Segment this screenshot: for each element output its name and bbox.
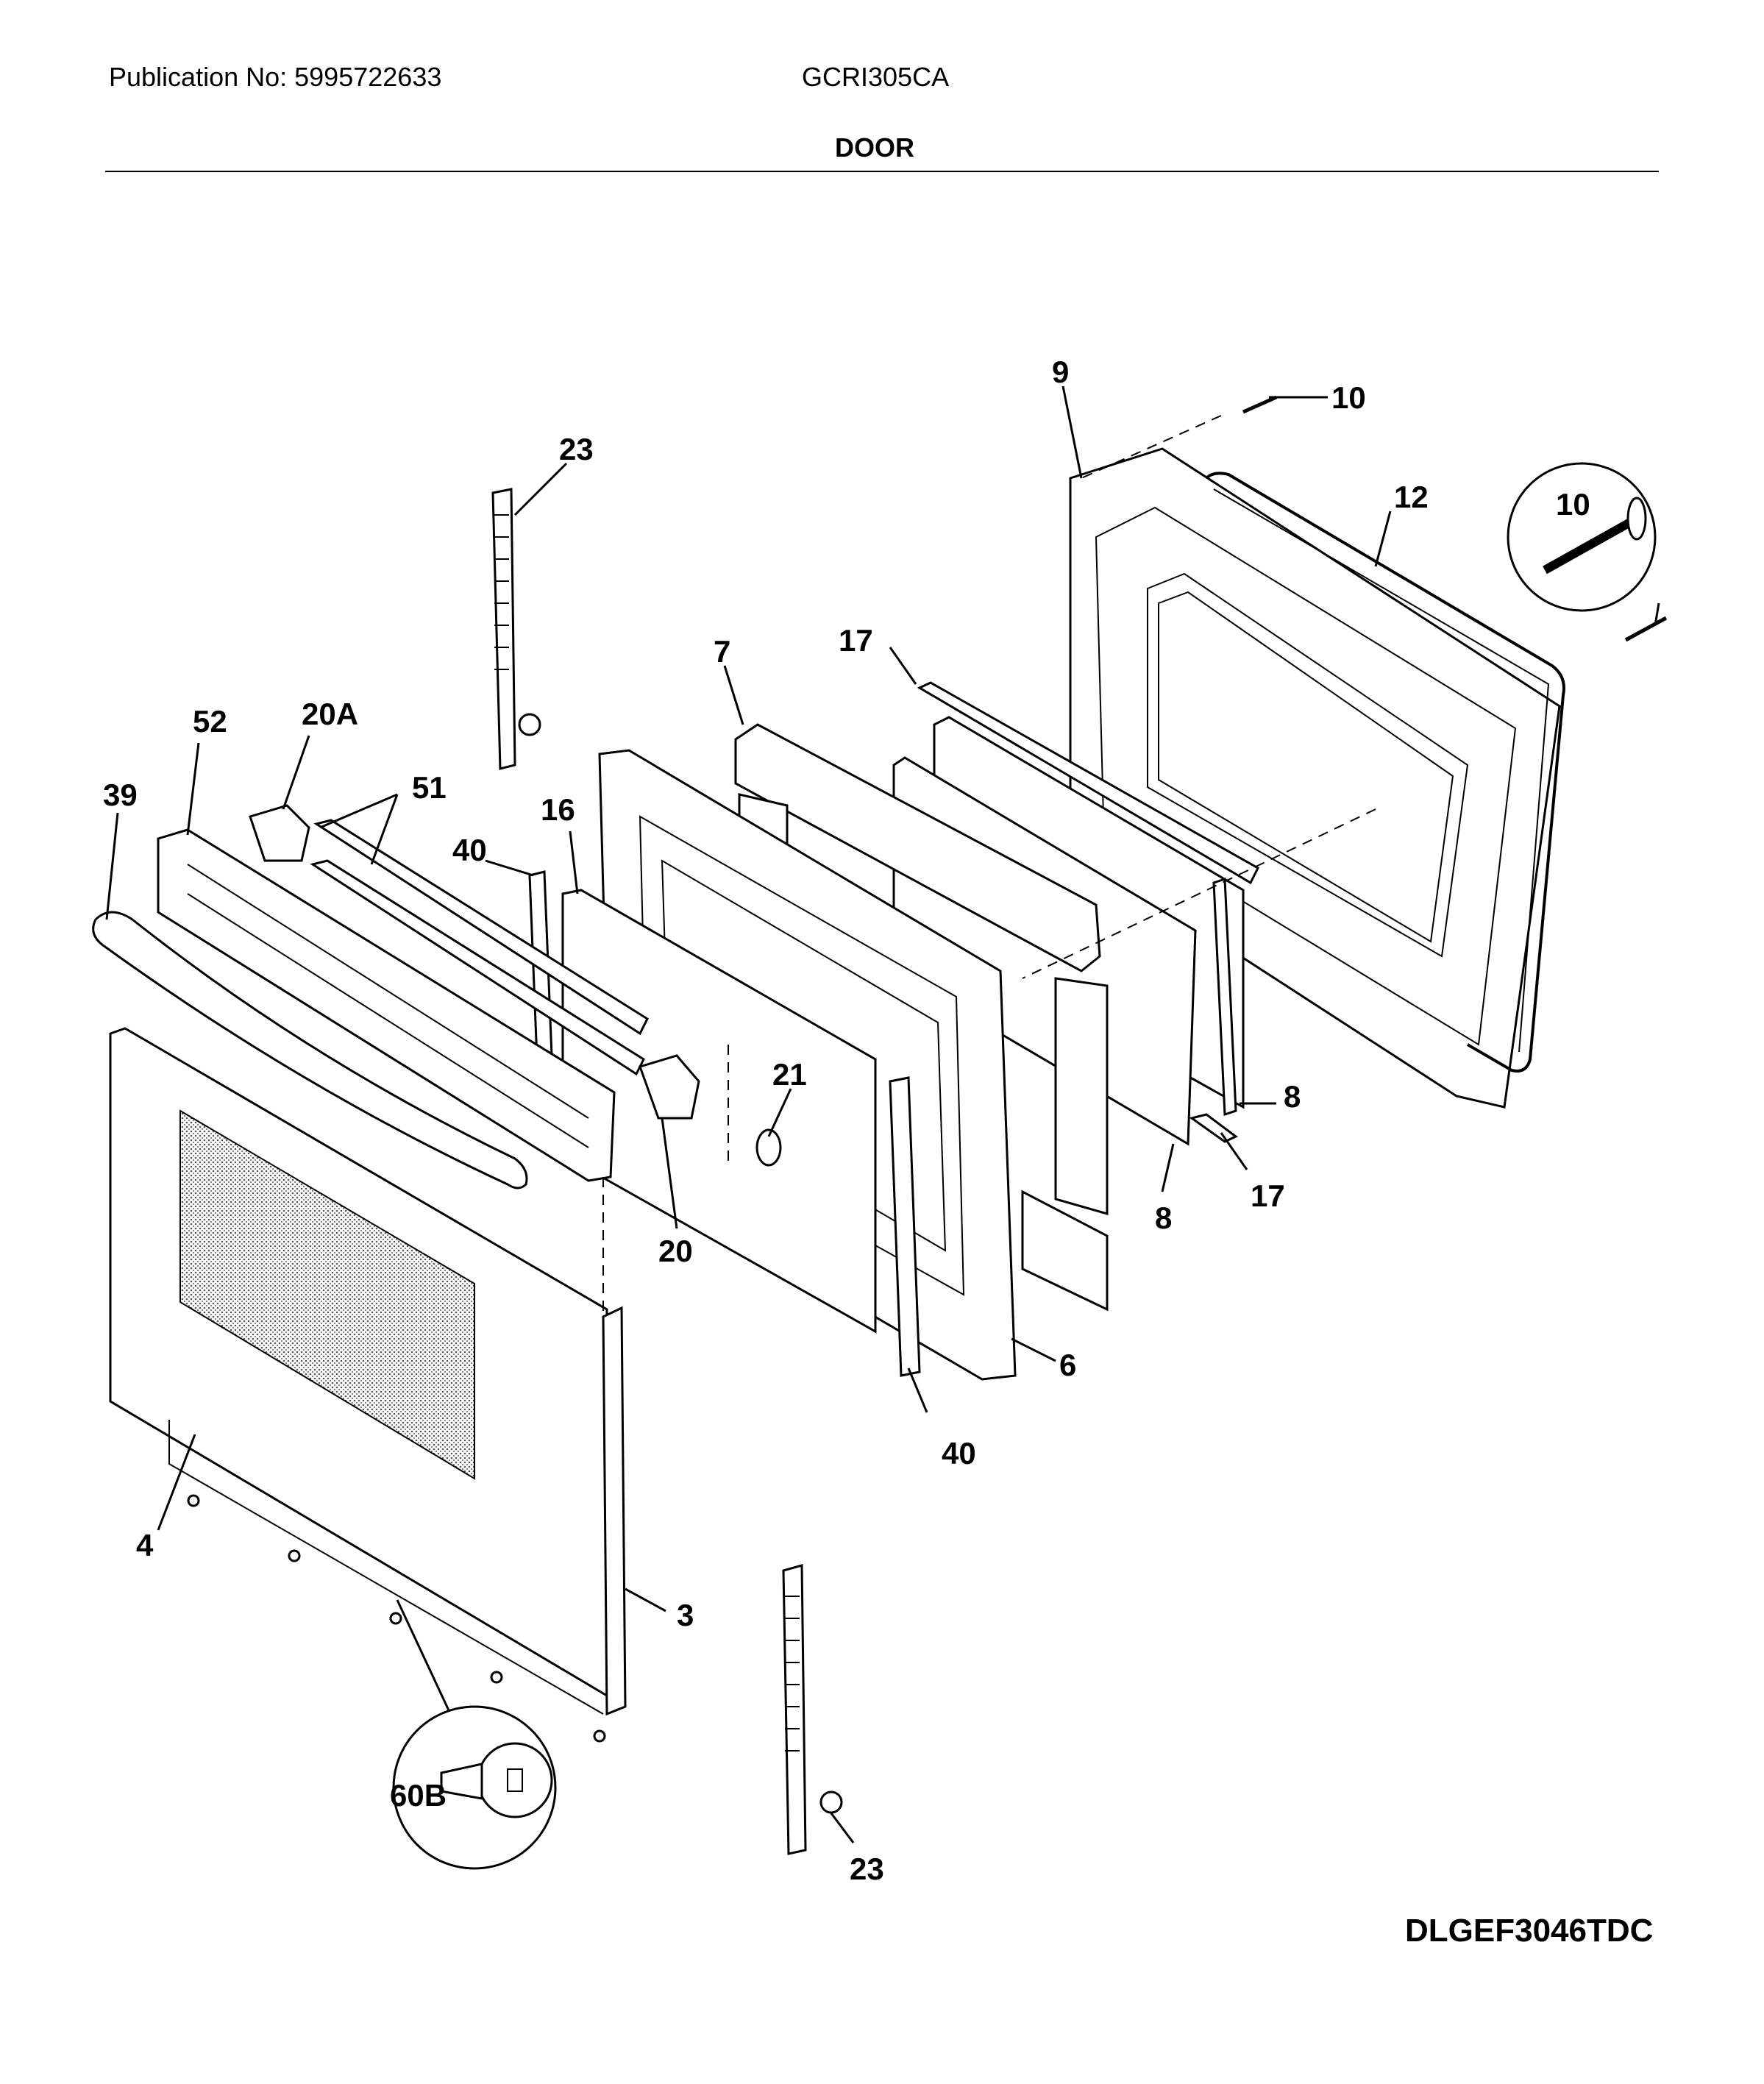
- callout-21: 21: [772, 1057, 807, 1092]
- callout-7: 7: [714, 634, 730, 669]
- callout-40-lower: 40: [942, 1436, 976, 1470]
- callout-9: 9: [1052, 355, 1069, 389]
- section-title: DOOR: [835, 132, 914, 163]
- outer-door-frame-part: [168, 1306, 627, 1716]
- callout-labels: 9 10 12 10 23 17 7 52 20A 39 51 16 40 21…: [103, 355, 1590, 1886]
- callout-51: 51: [412, 770, 447, 805]
- callout-10-detail: 10: [1556, 487, 1590, 522]
- door-gasket-part: [1205, 472, 1565, 1073]
- callout-23-lower: 23: [850, 1852, 884, 1886]
- door-handle-part: [92, 911, 528, 1189]
- callout-17-upper: 17: [839, 623, 873, 658]
- callout-8-right: 8: [1284, 1079, 1301, 1114]
- model-number: GCRI305CA: [802, 62, 950, 92]
- callout-10: 10: [1331, 380, 1366, 415]
- callout-6: 6: [1059, 1348, 1076, 1382]
- alignment-lines: [602, 415, 1376, 1317]
- door-hinge-part-lower: [782, 1564, 843, 1855]
- callout-52: 52: [193, 704, 227, 739]
- detail-circle-60b: [392, 1599, 557, 1870]
- callout-40-upper: 40: [452, 833, 487, 867]
- vent-deflector-part: [310, 819, 649, 1076]
- detail-circle-10: [1242, 395, 1668, 642]
- callout-8-lower: 8: [1155, 1201, 1172, 1235]
- callout-16: 16: [541, 792, 575, 827]
- glass-spacer-part: [917, 681, 1259, 1143]
- diagram-code: DLGEF3046TDC: [1405, 1913, 1654, 1949]
- leader-lines: [105, 385, 1392, 1843]
- callout-17-lower: 17: [1251, 1178, 1285, 1213]
- callout-20: 20: [658, 1234, 693, 1268]
- callout-20a: 20A: [302, 697, 358, 731]
- callout-39: 39: [103, 778, 138, 812]
- callout-4: 4: [136, 1528, 154, 1562]
- header-rule: [105, 171, 1659, 172]
- callout-12: 12: [1394, 480, 1429, 514]
- publication-number: Publication No: 5995722633: [109, 62, 442, 92]
- end-cap-part: [249, 804, 700, 1120]
- callout-3: 3: [677, 1598, 694, 1632]
- screw-part: [187, 1494, 606, 1743]
- callout-60b: 60B: [390, 1778, 447, 1813]
- baffle-part: [755, 1128, 782, 1167]
- door-hinge-part-upper: [491, 488, 541, 770]
- callout-23-upper: 23: [559, 432, 594, 466]
